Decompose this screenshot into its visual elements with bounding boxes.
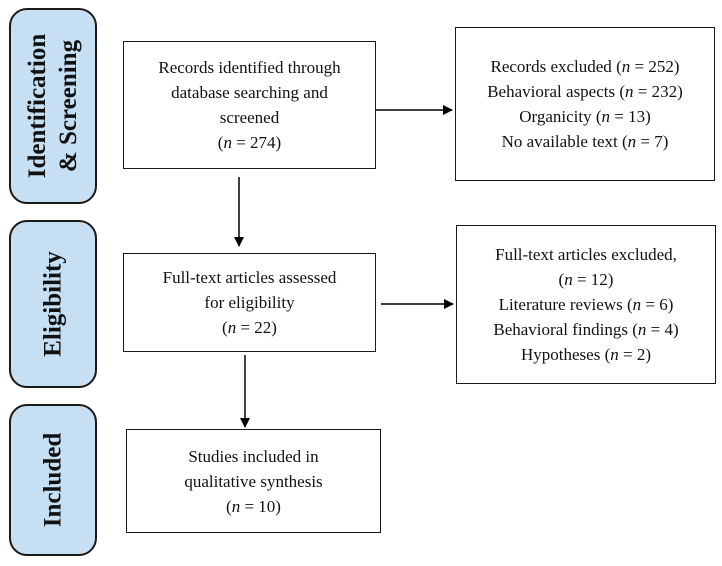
box-fulltext-excluded: Full-text articles excluded, (n = 12) Li…	[456, 225, 716, 384]
n-symbol: n	[223, 133, 232, 152]
excluded-item-label: Behavioral aspects	[487, 82, 616, 101]
excluded-item-n: 252	[648, 57, 674, 76]
box-records-identified: Records identified through database sear…	[123, 41, 376, 169]
n-symbol: n	[632, 295, 642, 314]
n-symbol: n	[601, 107, 611, 126]
fulltext-excluded-item-n: 6	[659, 295, 668, 314]
included-line-2: qualitative synthesis	[184, 471, 323, 491]
included-line-1: Studies included in	[188, 446, 319, 466]
assessed-line-1: Full-text articles assessed	[162, 268, 337, 287]
box-records-excluded: Records excluded (n = 252) Behavioral as…	[455, 27, 715, 181]
records-identified-line-1: Records identified through	[158, 58, 341, 77]
assessed-n: 22	[254, 318, 272, 337]
phase-identification-screening: Identification & Screening	[9, 8, 97, 204]
fulltext-excluded-item-n: 2	[636, 345, 646, 364]
records-identified-line-3: screened	[219, 108, 280, 127]
phase-included: Included	[9, 404, 97, 556]
excluded-item-n: 232	[651, 82, 678, 101]
n-symbol: n	[637, 320, 647, 339]
box-studies-included: Studies included in qualitative synthesi…	[126, 429, 381, 533]
fulltext-excluded-item-label: Behavioral findings	[493, 320, 628, 339]
assessed-line-2: for eligibility	[204, 293, 295, 312]
fulltext-excluded-item-n: 4	[664, 320, 673, 339]
fulltext-excluded-title: Full-text articles excluded,	[495, 245, 677, 264]
phase-eligibility: Eligibility	[9, 220, 97, 388]
n-symbol: n	[627, 132, 637, 151]
records-identified-line-2: database searching and	[171, 83, 328, 102]
n-symbol: n	[231, 496, 241, 516]
box-fulltext-assessed: Full-text articles assessed for eligibil…	[123, 253, 376, 352]
fulltext-excluded-n: 12	[590, 270, 608, 289]
records-identified-n: 274	[250, 133, 276, 152]
excluded-item-n: 7	[654, 132, 663, 151]
included-n: 10	[258, 496, 276, 516]
fulltext-excluded-item-label: Literature reviews	[498, 295, 623, 314]
n-symbol: n	[564, 270, 573, 289]
fulltext-excluded-item-label: Hypotheses	[520, 345, 601, 364]
excluded-item-label: No available text	[501, 132, 618, 151]
n-symbol: n	[610, 345, 619, 364]
n-symbol: n	[625, 82, 634, 101]
excluded-item-label: Records excluded	[490, 57, 612, 76]
excluded-item-n: 13	[628, 107, 646, 126]
n-symbol: n	[227, 318, 237, 337]
excluded-item-label: Organicity	[519, 107, 592, 126]
n-symbol: n	[621, 57, 631, 76]
